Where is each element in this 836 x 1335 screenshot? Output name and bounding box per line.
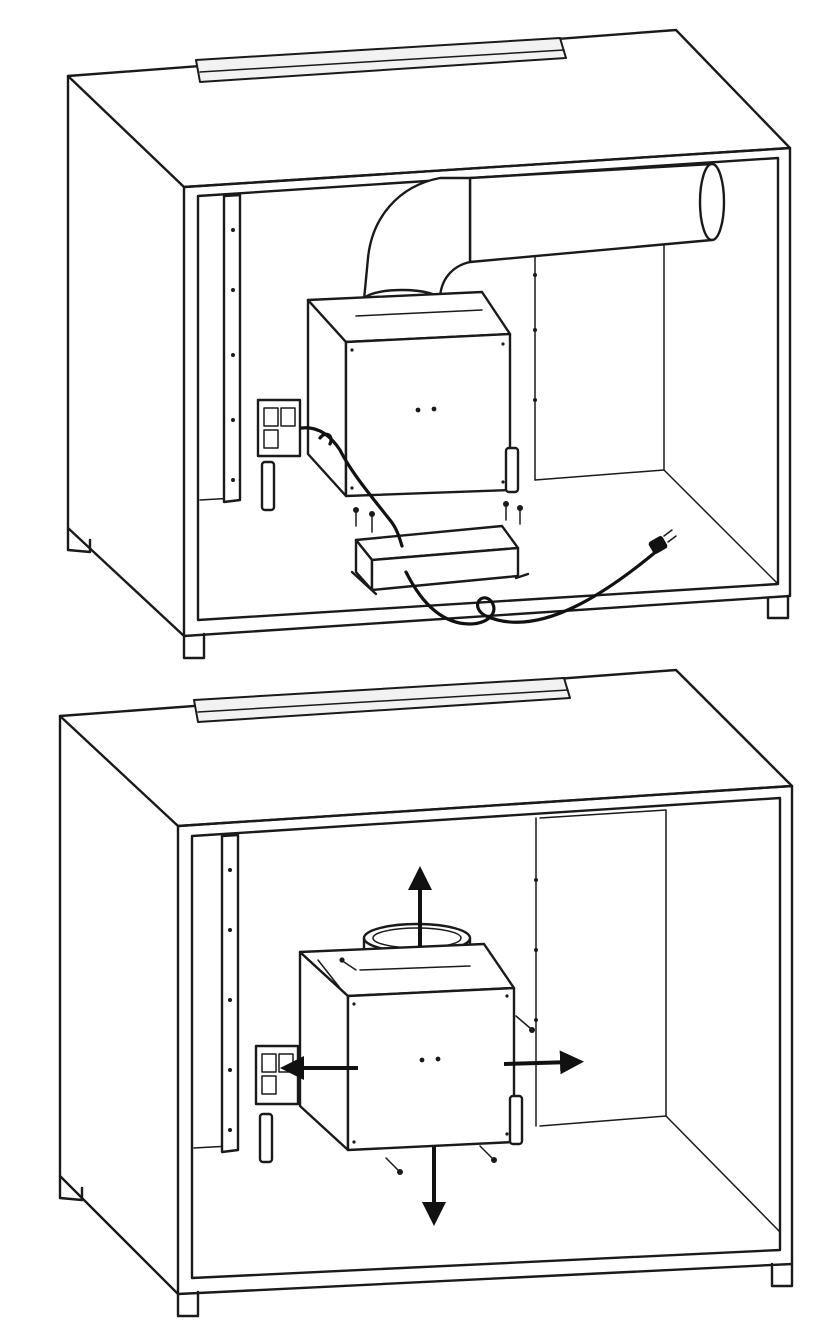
blower-motor: [298, 942, 516, 1152]
junction-box: [350, 524, 530, 596]
figure-installed-with-duct: [66, 28, 792, 660]
electrical-switch: [254, 1044, 300, 1106]
cabinet-top-slot: [193, 677, 571, 723]
duct-horizontal: [468, 162, 726, 264]
mounting-bracket: [222, 193, 537, 504]
bracket-foot-left: [260, 460, 276, 512]
screws: [339, 957, 535, 1175]
bracket-foot-right: [504, 446, 520, 494]
cabinet: [58, 668, 794, 1318]
plug: [648, 529, 677, 554]
mounting-bracket: [220, 817, 538, 1154]
figure-removal-directions: [58, 668, 794, 1318]
electrical-switch: [256, 398, 302, 458]
duct-elbow: [362, 176, 472, 312]
screws: [353, 501, 523, 533]
bracket-foot-right: [508, 1094, 524, 1146]
bracket-foot-left: [258, 1112, 274, 1164]
power-cord: [300, 426, 660, 626]
cabinet-top-slot: [195, 37, 567, 83]
arrow-right: [503, 1050, 584, 1075]
blower-motor: [306, 290, 512, 498]
removal-arrows: [280, 866, 584, 1226]
